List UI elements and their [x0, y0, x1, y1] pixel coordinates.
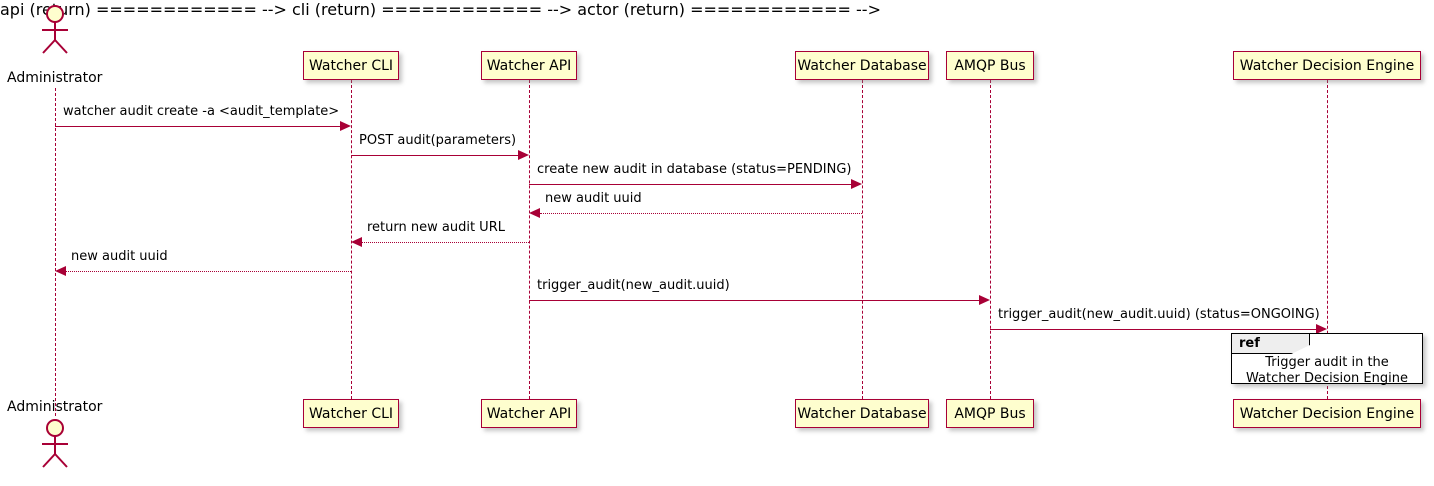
- ref-fragment-tab: ref: [1232, 334, 1310, 354]
- actor-administrator-bottom: [30, 416, 90, 468]
- message-label-3: create new audit in database (status=PEN…: [537, 162, 852, 177]
- message-label-5: return new audit URL: [367, 220, 505, 235]
- participant-label: Watcher Database: [797, 57, 927, 74]
- message-arrowhead-5: [351, 237, 362, 247]
- actor-label-top: Administrator: [7, 70, 103, 86]
- message-arrowhead-3: [851, 179, 862, 189]
- participant-watcher-decision-engine-bottom[interactable]: Watcher Decision Engine: [1233, 399, 1421, 428]
- message-arrowhead-8: [1316, 324, 1327, 334]
- participant-label: Watcher Decision Engine: [1239, 405, 1415, 422]
- message-label-8: trigger_audit(new_audit.uuid) (status=ON…: [998, 307, 1320, 322]
- message-arrowhead-6: [55, 266, 66, 276]
- lifeline-watcher-database: [862, 80, 863, 399]
- participant-label: Watcher CLI: [308, 405, 394, 422]
- lifeline-administrator: [55, 88, 56, 416]
- message-label-7: trigger_audit(new_audit.uuid): [537, 278, 730, 293]
- participant-watcher-api-top[interactable]: Watcher API: [481, 51, 577, 80]
- actor-stick-figure-icon: [42, 5, 68, 54]
- participant-watcher-cli-bottom[interactable]: Watcher CLI: [303, 399, 399, 428]
- ref-fragment-body: Trigger audit in the Watcher Decision En…: [1232, 355, 1422, 387]
- message-arrowhead-1: [340, 121, 351, 131]
- participant-amqp-bus-bottom[interactable]: AMQP Bus: [946, 399, 1034, 428]
- participant-watcher-cli-top[interactable]: Watcher CLI: [303, 51, 399, 80]
- message-label-1: watcher audit create -a <audit_template>: [63, 104, 340, 119]
- message-line-8: [990, 329, 1316, 330]
- participant-watcher-decision-engine-top[interactable]: Watcher Decision Engine: [1233, 51, 1421, 80]
- ref-fragment-line-2: Watcher Decision Engine: [1246, 371, 1408, 386]
- participant-label: Watcher CLI: [308, 57, 394, 74]
- ref-fragment[interactable]: ref Trigger audit in the Watcher Decisio…: [1231, 333, 1423, 387]
- actor-stick-figure-icon: [42, 419, 68, 468]
- ref-fragment-line-1: Trigger audit in the: [1265, 355, 1389, 370]
- participant-label: AMQP Bus: [954, 57, 1026, 74]
- ref-fragment-tab-label: ref: [1239, 336, 1260, 351]
- participant-label: Watcher Decision Engine: [1239, 57, 1415, 74]
- participant-watcher-database-bottom[interactable]: Watcher Database: [795, 399, 929, 428]
- message-line-3: [529, 184, 851, 185]
- message-arrowhead-2: [518, 150, 529, 160]
- participant-watcher-api-bottom[interactable]: Watcher API: [481, 399, 577, 428]
- message-line-7: [529, 300, 979, 301]
- message-label-6: new audit uuid: [71, 249, 168, 264]
- actor-label-bottom: Administrator: [7, 399, 103, 415]
- message-arrowhead-4: [529, 208, 540, 218]
- message-arrowhead-7: [979, 295, 990, 305]
- actor-administrator-top: [30, 2, 90, 54]
- message-label-2: POST audit(parameters): [359, 133, 517, 148]
- message-line-2: [351, 155, 518, 156]
- message-line-4: [540, 213, 862, 214]
- message-label-4: new audit uuid: [545, 191, 642, 206]
- participant-label: AMQP Bus: [954, 405, 1026, 422]
- participant-label: Watcher Database: [797, 405, 927, 422]
- message-line-6: [66, 271, 351, 272]
- participant-watcher-database-top[interactable]: Watcher Database: [795, 51, 929, 80]
- participant-amqp-bus-top[interactable]: AMQP Bus: [946, 51, 1034, 80]
- participant-label: Watcher API: [486, 57, 572, 74]
- participant-label: Watcher API: [486, 405, 572, 422]
- lifeline-watcher-decision-engine: [1327, 80, 1328, 399]
- message-line-1: [55, 126, 340, 127]
- lifeline-amqp-bus: [990, 80, 991, 399]
- message-line-5: [362, 242, 529, 243]
- lifeline-watcher-api: [529, 80, 530, 399]
